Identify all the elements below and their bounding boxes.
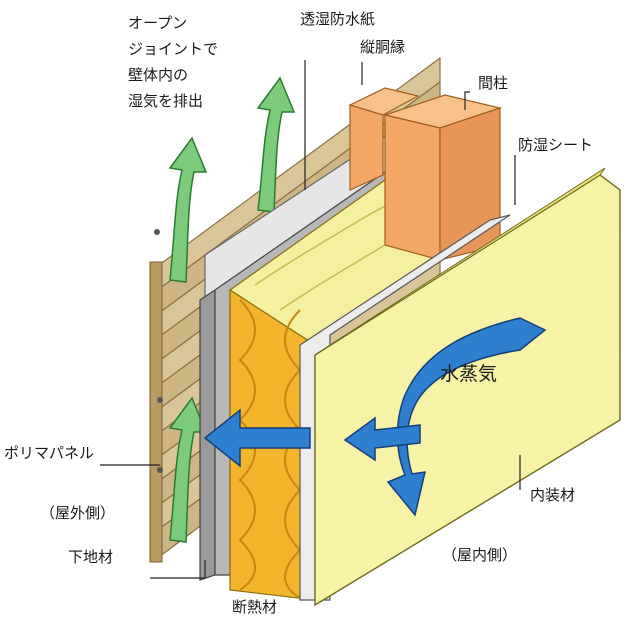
labels: オープン ジョイントで 壁体内の 湿気を排出 透湿防水紙 縦胴縁 間柱 防湿シー… [4,10,593,616]
interior-board [314,167,621,607]
label-polymer-panel: ポリマパネル [4,444,94,462]
label-exterior-side: （屋外側） [40,504,115,522]
vapor-flow-arrows [203,317,547,517]
label-open-joint-1: オープン [128,14,187,32]
label-water-vapor: 水蒸気 [440,363,497,385]
label-furring-strip: 縦胴縁 [360,38,405,56]
label-interior-side: （屋内側） [442,546,517,564]
label-vapor-barrier: 防湿シート [518,136,593,154]
leader-lines [100,60,521,579]
air-arrow-3 [168,396,208,543]
vapor-curved-arrow [386,317,547,517]
vapor-through-arrow [203,408,311,468]
air-flow-arrows [168,76,296,543]
label-breathable-paper: 透湿防水紙 [300,10,375,28]
label-insulation: 断熱材 [232,598,277,616]
label-open-joint-4: 湿気を排出 [128,92,203,110]
label-base-material: 下地材 [68,548,113,566]
label-stud: 間柱 [478,74,508,92]
vapor-barrier-sheet [299,214,511,601]
air-arrow-2 [256,76,296,213]
stud-post [382,94,503,261]
label-interior-material: 内装材 [530,486,575,504]
air-arrow-1 [168,136,208,283]
vapor-left-arrow [343,416,421,462]
furring-strip [348,87,420,191]
label-open-joint-3: 壁体内の [128,66,188,84]
label-open-joint-2: ジョイントで [128,40,218,58]
